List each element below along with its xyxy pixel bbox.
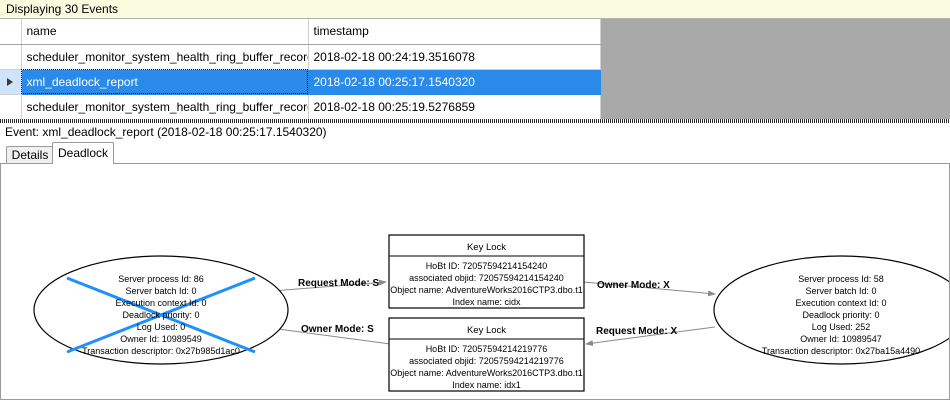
- process-left-line-3: Deadlock priority: 0: [122, 310, 199, 320]
- edge-right-request: Request Mode: X: [585, 326, 716, 347]
- process-node-left[interactable]: Server process Id: 86 Server batch Id: 0…: [33, 255, 289, 365]
- cell-event-timestamp[interactable]: 2018-02-18 00:25:19.5276859: [308, 94, 601, 119]
- process-right-line-0: Server process Id: 58: [798, 274, 884, 284]
- process-right-line-5: Owner Id: 10989547: [800, 334, 882, 344]
- cell-event-timestamp[interactable]: 2018-02-18 00:24:19.3516078: [308, 44, 601, 70]
- process-right-line-6: Transaction descriptor: 0x27ba15a4490: [762, 346, 920, 356]
- keylock-top-line-0: HoBt ID: 72057594214154240: [426, 261, 548, 271]
- tabstrip: Details Deadlock: [0, 142, 950, 164]
- process-left-line-6: Transaction descriptor: 0x27b985d1ac0: [82, 346, 240, 356]
- victim-cross-icon: [66, 276, 256, 354]
- cell-event-name[interactable]: scheduler_monitor_system_health_ring_buf…: [21, 94, 309, 119]
- keylock-top-line-1: associated objid: 72057594214154240: [409, 273, 564, 283]
- process-left-line-0: Server process Id: 86: [118, 274, 204, 284]
- process-left-line-2: Execution context Id: 0: [115, 298, 206, 308]
- process-left-line-5: Owner Id: 10989549: [120, 334, 202, 344]
- tab-details[interactable]: Details: [6, 146, 54, 164]
- deadlock-panel: Request Mode: S Owner Mode: X Owner Mode…: [0, 163, 950, 400]
- table-row[interactable]: scheduler_monitor_system_health_ring_buf…: [0, 94, 601, 119]
- row-indicator-cell[interactable]: [0, 69, 22, 95]
- cell-event-name[interactable]: scheduler_monitor_system_health_ring_buf…: [21, 44, 309, 70]
- tab-deadlock[interactable]: Deadlock: [52, 142, 114, 164]
- horizontal-splitter[interactable]: [0, 119, 950, 123]
- edge-left-owner: Owner Mode: S: [262, 324, 391, 345]
- events-grid-container[interactable]: name timestamp scheduler_monitor_system_…: [0, 19, 950, 119]
- deadlock-graph[interactable]: Request Mode: S Owner Mode: X Owner Mode…: [1, 164, 949, 399]
- row-indicator-cell[interactable]: [0, 94, 22, 119]
- edge-label-left-owner: Owner Mode: S: [301, 324, 374, 335]
- table-row[interactable]: xml_deadlock_report 2018-02-18 00:25:17.…: [0, 69, 601, 95]
- keylock-top-line-2: Object name: AdventureWorks2016CTP3.dbo.…: [390, 285, 582, 295]
- keylock-bottom-line-1: associated objid: 72057594214219776: [409, 356, 564, 366]
- current-row-arrow-icon: [7, 77, 14, 86]
- process-left-line-1: Server batch Id: 0: [125, 286, 196, 296]
- process-right-line-1: Server batch Id: 0: [805, 286, 876, 296]
- grid-header-timestamp[interactable]: timestamp: [308, 19, 601, 45]
- resource-node-keylock-bottom[interactable]: Key Lock HoBt ID: 72057594214219776 asso…: [388, 317, 585, 392]
- process-right-line-4: Log Used: 252: [812, 322, 871, 332]
- keylock-bottom-title: Key Lock: [467, 325, 506, 336]
- process-node-right[interactable]: Server process Id: 58 Server batch Id: 0…: [713, 255, 949, 365]
- keylock-bottom-line-0: HoBt ID: 72057594214219776: [426, 344, 548, 354]
- keylock-top-title: Key Lock: [467, 242, 506, 253]
- edge-label-right-request: Request Mode: X: [596, 326, 677, 337]
- grid-header-row: name timestamp: [0, 19, 601, 45]
- edge-right-owner: Owner Mode: X: [583, 280, 716, 297]
- table-row[interactable]: scheduler_monitor_system_health_ring_buf…: [0, 44, 601, 70]
- process-right-line-3: Deadlock priority: 0: [802, 310, 879, 320]
- cell-event-name[interactable]: xml_deadlock_report: [21, 69, 309, 95]
- edge-label-right-owner: Owner Mode: X: [597, 280, 670, 291]
- grid-header-indicator: [0, 19, 22, 45]
- events-grid[interactable]: name timestamp scheduler_monitor_system_…: [0, 19, 601, 119]
- resource-node-keylock-top[interactable]: Key Lock HoBt ID: 72057594214154240 asso…: [388, 234, 585, 309]
- process-left-line-4: Log Used: 0: [137, 322, 186, 332]
- keylock-bottom-line-3: Index name: idx1: [452, 380, 521, 390]
- grid-header-name[interactable]: name: [21, 19, 309, 45]
- events-count-banner: Displaying 30 Events: [0, 0, 950, 19]
- keylock-bottom-line-2: Object name: AdventureWorks2016CTP3.dbo.…: [390, 368, 582, 378]
- event-header-label: Event: xml_deadlock_report (2018-02-18 0…: [0, 123, 950, 142]
- keylock-top-line-3: Index name: cidx: [452, 297, 521, 307]
- edge-label-left-request: Request Mode: S: [298, 278, 379, 289]
- edge-left-request: Request Mode: S: [258, 278, 387, 293]
- process-right-line-2: Execution context Id: 0: [795, 298, 886, 308]
- cell-event-timestamp[interactable]: 2018-02-18 00:25:17.1540320: [308, 69, 601, 95]
- row-indicator-cell[interactable]: [0, 44, 22, 70]
